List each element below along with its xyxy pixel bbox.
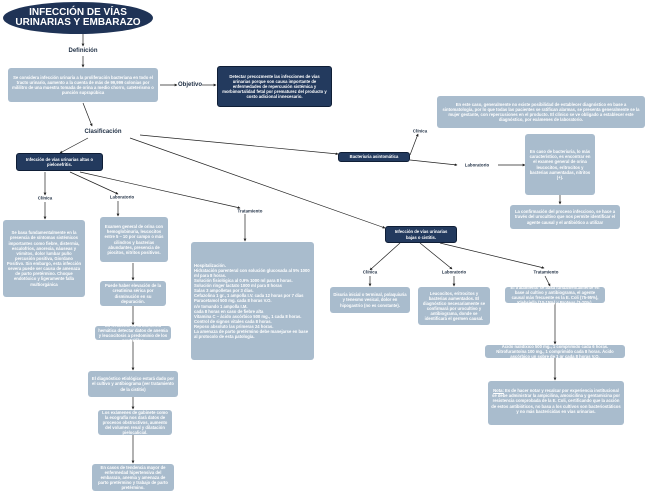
bacteriuria-heading: Bacteriuria asintomática	[338, 152, 410, 162]
altas-clinica-box: Se basa fundamentalmente en la presencia…	[3, 220, 85, 297]
bacteriuria-lab-1: En caso de bacteriuria, lo más caracterí…	[525, 134, 595, 195]
altas-lab-1: Examen general de orina con hemoglobinur…	[100, 217, 168, 262]
bajas-laboratorio-box: Leucocitos, eritrocitos y bacterias aume…	[418, 287, 490, 325]
bajas-tratamiento-2: Ácido nalidíxico 500 mg., 1 comprimido c…	[485, 344, 625, 359]
bacteriuria-clinica-box: En este caso, generalmente no existe pos…	[437, 96, 645, 128]
objective-box: Detectar precozmente las infecciones de …	[217, 66, 332, 107]
altas-tratamiento-box: Hospitalización. Hidratación parenteral …	[191, 242, 314, 360]
definition-box: Se considera infección urinaria a la pro…	[8, 68, 158, 102]
altas-lab-3: Es frecuente en la biometría hemática de…	[95, 323, 171, 343]
bajas-tratamiento-label: Tratamiento	[533, 269, 559, 275]
bacteriuria-clinica-label: Clínica	[412, 128, 428, 134]
bacteriuria-lab-2: La confirmación del proceso infeccioso, …	[510, 205, 620, 229]
altas-heading: Infección de vías urinarias altas o piel…	[16, 153, 103, 171]
altas-clinica-label: Clínica	[37, 195, 53, 201]
nota-label: Nota:	[493, 388, 504, 394]
altas-lab-6: En casos de tendencia mayor de enfermeda…	[92, 464, 174, 491]
altas-lab-5: Los exámenes de gabinete como la ecograf…	[98, 410, 172, 435]
nota-text: Es de hacer notar y recalcar por experie…	[491, 388, 621, 414]
altas-lab-4: El diagnóstico etiológico estará dado po…	[88, 371, 178, 397]
title-bubble: INFECCIÓN DE VÍAS URINARIAS Y EMBARAZO	[3, 2, 153, 34]
bacteriuria-laboratorio-label: Laboratorio	[464, 162, 490, 168]
altas-lab-2: Puede haber elevación de la creatinina s…	[100, 281, 166, 306]
nota-box: Nota: Es de hacer notar y recalcar por e…	[488, 381, 624, 425]
bajas-clinica-label: Clínica	[362, 269, 378, 275]
bajas-tratamiento-1: El tratamiento se basa fundamentalmente …	[505, 285, 605, 305]
altas-laboratorio-label: Laboratorio	[109, 194, 135, 200]
bajas-heading: Infección de vías urinarias bajas o cist…	[385, 226, 457, 243]
bajas-laboratorio-label: Laboratorio	[441, 269, 467, 275]
altas-tratamiento-label: Tratamiento	[237, 208, 263, 214]
bajas-clinica-box: Disuria inicial o terminal, polaquiuria …	[330, 287, 410, 313]
link-objetivo: Objetivo	[177, 82, 203, 88]
link-clasificacion: Clasificación	[84, 129, 122, 135]
link-definicion: Definición	[68, 48, 98, 54]
